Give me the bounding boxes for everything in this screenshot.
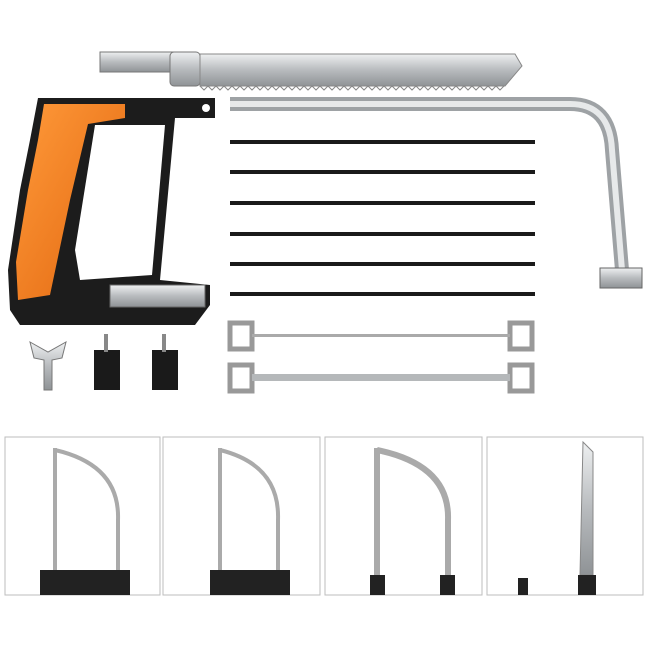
panel-config-2: [162, 436, 321, 596]
saw-handle: [8, 98, 215, 325]
panel-config-4: [486, 436, 644, 596]
panel-config-1: [4, 436, 161, 596]
usage-panels: [4, 436, 644, 596]
fret-blades: [230, 140, 535, 296]
hardware-parts: [29, 334, 178, 391]
panel-config-3: [324, 436, 483, 596]
saw-frame: [230, 97, 643, 289]
spiral-blades: [227, 320, 535, 394]
wood-saw-blade: [99, 51, 523, 91]
